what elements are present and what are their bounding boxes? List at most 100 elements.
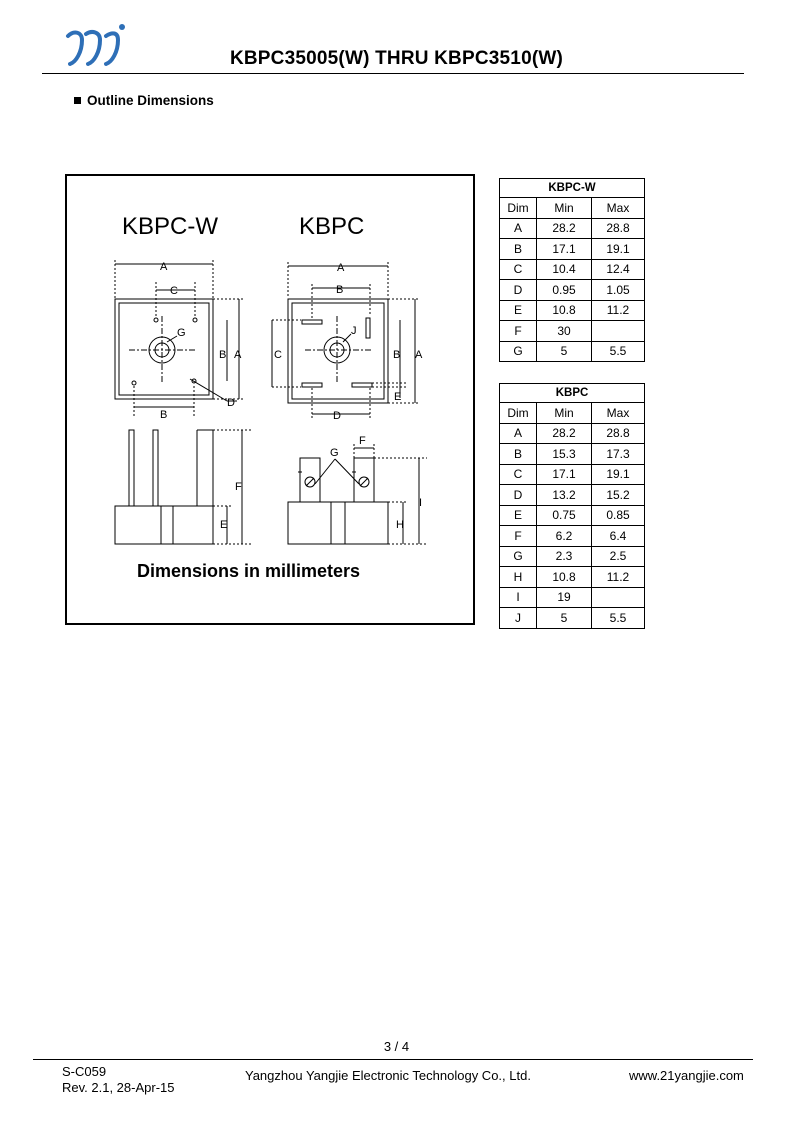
svg-text:G: G [177,327,186,339]
svg-text:E: E [394,391,401,403]
footer-divider [33,1059,753,1060]
website-link[interactable]: www.21yangjie.com [629,1068,744,1083]
cell: 28.2 [536,217,592,239]
cell: 28.8 [591,217,645,239]
cell: D [499,279,537,301]
svg-text:B: B [219,349,226,361]
svg-text:A: A [234,349,242,361]
cell: 30 [536,320,592,342]
cell: C [499,463,537,485]
svg-text:G: G [330,447,339,459]
table-header-row: Dim Min Max [499,197,645,219]
cell: B [499,238,537,260]
drawing-caption: Dimensions in millimeters [137,561,360,581]
svg-text:F: F [359,435,366,447]
svg-text:F: F [235,481,242,493]
company-logo [66,24,125,66]
cell: 28.8 [591,422,645,444]
kbpcw-top-view: A C G B A B D [114,260,243,421]
cell: 5 [536,340,592,362]
outline-drawing-frame [65,174,475,625]
cell: A [499,217,537,239]
svg-text:A: A [160,261,168,273]
cell: 28.2 [536,422,592,444]
svg-text:I: I [419,497,422,509]
svg-text:H: H [396,519,404,531]
cell: 17.1 [536,238,592,260]
table-caption: KBPC [499,383,645,403]
cell: F [499,525,537,547]
section-heading: Outline Dimensions [74,93,214,108]
cell [591,586,645,608]
column-header: Min [536,197,592,219]
cell: 11.2 [591,566,645,588]
svg-text:C: C [170,285,178,297]
column-header: Dim [499,197,537,219]
header-divider [42,73,744,74]
svg-text:B: B [336,284,343,296]
cell: 5.5 [591,607,645,629]
column-header: Dim [499,402,537,424]
column-header: Min [536,402,592,424]
square-bullet-icon [74,97,81,104]
column-header: Max [591,197,645,219]
cell: 10.4 [536,258,592,280]
cell: 10.8 [536,566,592,588]
cell: 0.75 [536,504,592,526]
drawing-title-kbpcw: KBPC-W [122,213,218,240]
cell: 17.3 [591,443,645,465]
kbpc-top-view: A B J C B A D E [271,262,423,422]
column-header: Max [591,402,645,424]
cell: 0.85 [591,504,645,526]
svg-text:C: C [274,349,282,361]
cell: 10.8 [536,299,592,321]
svg-text:A: A [415,349,423,361]
cell: E [499,504,537,526]
svg-text:J: J [351,325,357,337]
cell: 17.1 [536,463,592,485]
cell: G [499,340,537,362]
revision-info: Rev. 2.1, 28-Apr-15 [62,1080,175,1095]
cell: 19.1 [591,463,645,485]
svg-text:D: D [333,410,341,422]
cell: 6.2 [536,525,592,547]
cell: A [499,422,537,444]
table-header-row: Dim Min Max [499,402,645,424]
cell: J [499,607,537,629]
cell: 12.4 [591,258,645,280]
document-title: KBPC35005(W) THRU KBPC3510(W) [229,48,564,69]
cell: E [499,299,537,321]
cell: D [499,484,537,506]
cell: C [499,258,537,280]
cell: 5.5 [591,340,645,362]
cell: F [499,320,537,342]
cell: 11.2 [591,299,645,321]
svg-text:B: B [160,409,167,421]
cell: 2.3 [536,545,592,567]
svg-text:A: A [337,262,345,274]
cell: H [499,566,537,588]
cell: 19.1 [591,238,645,260]
cell: 15.3 [536,443,592,465]
cell: I [499,586,537,608]
kbpc-side-view: G F H I [287,435,427,545]
